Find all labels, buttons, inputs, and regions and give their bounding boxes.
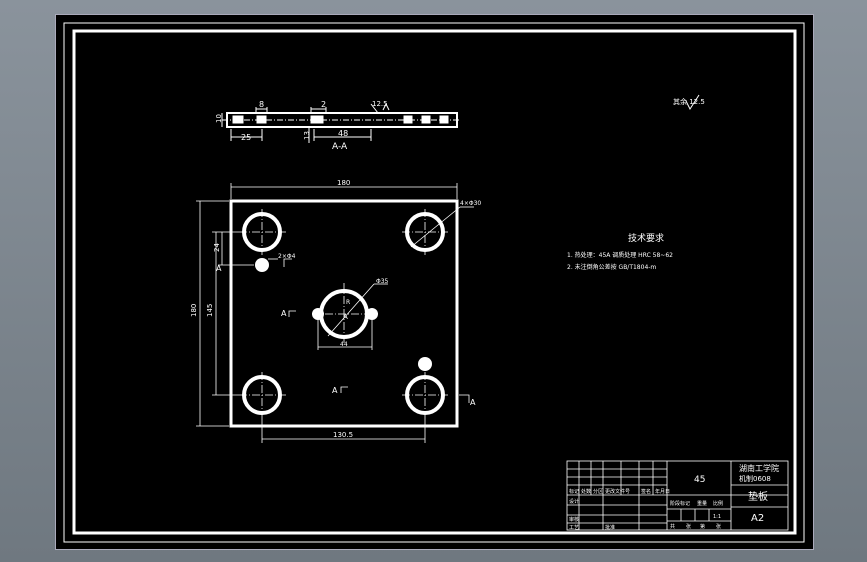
tb-label-review: 审核 bbox=[569, 516, 579, 523]
dim-section-2: 2 bbox=[321, 100, 326, 109]
tb-label-change-doc: 更改文件号 bbox=[605, 488, 630, 495]
tb-label-count: 处数 bbox=[581, 488, 591, 495]
tech-req-item-2: 2. 未注倒角公差按 GB/T1804-m bbox=[567, 263, 656, 271]
tb-label-weight: 重量 bbox=[697, 500, 707, 507]
tech-req-item-1: 1. 热处理：45A 调质处理 HRC 58~62 bbox=[567, 251, 673, 259]
tb-label-zone: 分区 bbox=[593, 488, 603, 495]
roughness-note: 其余 12.5 bbox=[673, 97, 705, 106]
tb-label-mark: 标记 bbox=[569, 488, 579, 495]
title-class-id: 机制0608 bbox=[739, 474, 771, 483]
section-label-mid: A bbox=[281, 309, 287, 318]
section-roughness: 12.5 bbox=[372, 100, 388, 108]
tb-label-scale: 比例 bbox=[713, 500, 723, 507]
title-material: 45 bbox=[694, 475, 705, 485]
tb-label-no: 第 bbox=[700, 523, 705, 530]
inner-frame bbox=[72, 29, 797, 535]
cad-drawing: 8 2 25 48 10 13 12.5 A-A 其余 12.5 bbox=[63, 22, 805, 543]
center-section-marker: A bbox=[343, 313, 348, 321]
dim-plan-left-outer: 180 bbox=[190, 304, 198, 317]
section-title: A-A bbox=[332, 142, 348, 152]
callout-corner-holes: 4×Φ30 bbox=[460, 200, 481, 207]
tb-label-total: 共 bbox=[670, 523, 675, 530]
dim-section-8: 8 bbox=[259, 100, 264, 109]
title-block bbox=[566, 460, 789, 531]
plan-view: 180 180 145 24 130.5 44 4×Φ30 2×Φ4 Φ35 R… bbox=[190, 179, 481, 443]
callout-pin-holes: 2×Φ4 bbox=[278, 253, 296, 260]
tb-scale-value: 1:1 bbox=[713, 514, 721, 520]
dim-section-48: 48 bbox=[338, 129, 348, 138]
dim-plan-left-small: 24 bbox=[213, 243, 221, 252]
pin-hole-left bbox=[255, 258, 269, 272]
outer-frame bbox=[63, 22, 805, 543]
title-part-name: 垫板 bbox=[748, 490, 768, 503]
tb-label-date: 年月日 bbox=[655, 488, 670, 495]
callout-center-hole: Φ35 bbox=[376, 278, 389, 285]
dim-section-10: 10 bbox=[215, 114, 223, 123]
plate-outline bbox=[229, 199, 459, 428]
tb-label-design: 设计 bbox=[569, 498, 579, 505]
section-label-left: A bbox=[216, 264, 222, 273]
section-label-bottom: A bbox=[332, 386, 338, 395]
tb-label-sheets: 张 bbox=[686, 523, 691, 530]
dim-plan-top: 180 bbox=[337, 179, 350, 187]
dim-section-25: 25 bbox=[241, 133, 251, 142]
title-school: 湖南工学院 bbox=[739, 463, 779, 473]
section-view bbox=[221, 102, 461, 143]
tb-label-stage: 阶段标记 bbox=[670, 500, 690, 507]
title-sheet-size: A2 bbox=[751, 513, 764, 524]
drawing-viewport[interactable]: 8 2 25 48 10 13 12.5 A-A 其余 12.5 bbox=[55, 14, 814, 550]
pin-hole-right bbox=[418, 357, 432, 371]
tb-label-approve: 批准 bbox=[605, 524, 615, 531]
tb-label-process: 工艺 bbox=[569, 525, 579, 531]
dim-plan-left-inner: 145 bbox=[206, 304, 214, 317]
tb-label-sheet: 张 bbox=[716, 523, 721, 530]
tech-req-heading: 技术要求 bbox=[628, 232, 664, 244]
roughness-symbol-icon bbox=[685, 94, 700, 111]
tb-label-sign: 签名 bbox=[641, 488, 651, 495]
dim-center-width: 44 bbox=[340, 341, 348, 348]
section-label-right: A bbox=[470, 398, 476, 407]
center-radius-label: R bbox=[346, 299, 350, 306]
dim-section-13: 13 bbox=[303, 131, 311, 140]
dim-plan-bottom: 130.5 bbox=[333, 431, 353, 439]
